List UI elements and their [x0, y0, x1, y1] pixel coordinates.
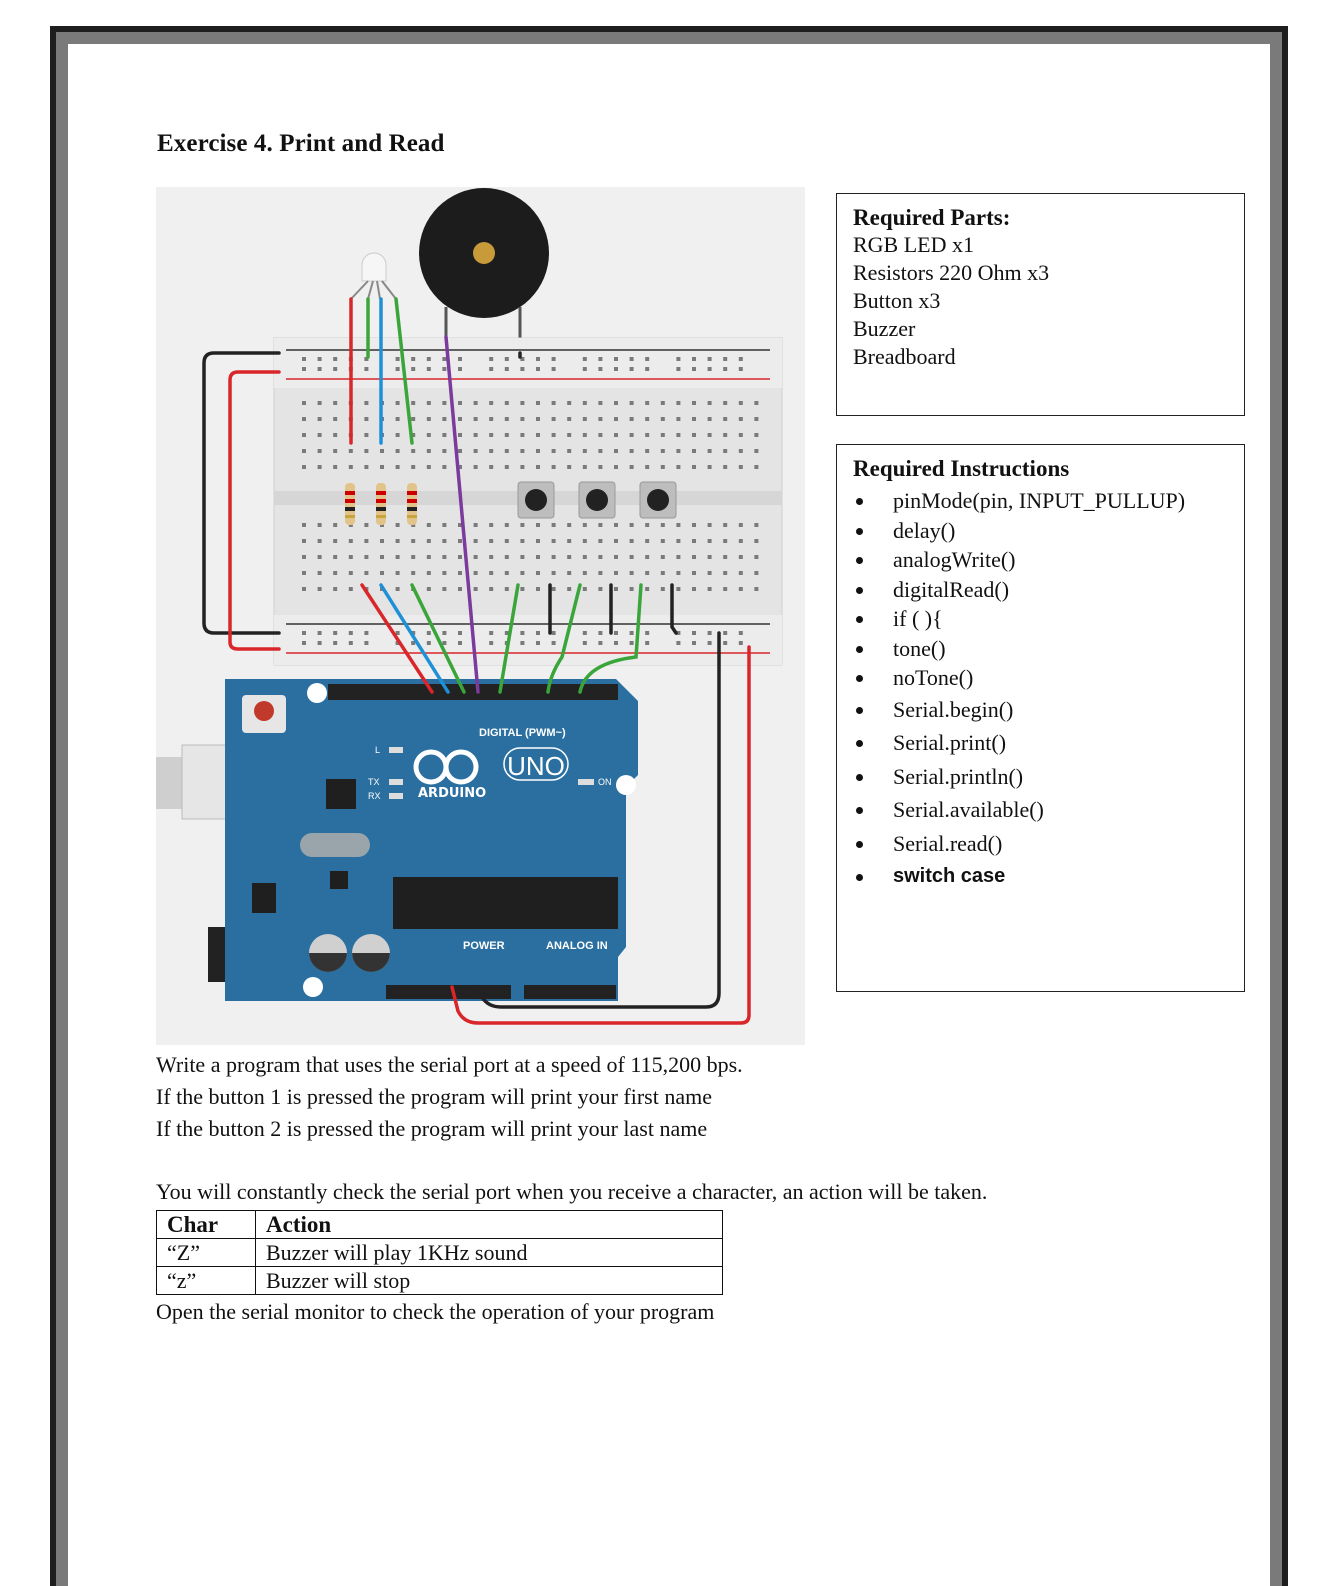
board-brand-label: ARDUINO	[418, 786, 486, 801]
resistors	[345, 483, 417, 525]
table-row: “Z” Buzzer will play 1KHz sound	[156, 1238, 723, 1267]
table-header-action: Action	[255, 1210, 723, 1239]
required-parts-box: Required Parts: RGB LED x1 Resistors 220…	[836, 193, 1245, 416]
paragraph-serial-speed: Write a program that uses the serial por…	[156, 1052, 743, 1077]
circuit-figure: UNO ARDUINO DIGITAL (PWM~) POWER ANALOG …	[156, 187, 805, 1045]
char-action-table: Char Action “Z” Buzzer will play 1KHz so…	[156, 1210, 723, 1295]
breadboard	[273, 337, 783, 666]
part-item: Resistors 220 Ohm x3	[853, 260, 1050, 285]
paragraph-serial-monitor: Open the serial monitor to check the ope…	[156, 1299, 715, 1324]
instruction-item: Serial.print()	[853, 726, 1228, 760]
table-cell-action: Buzzer will play 1KHz sound	[255, 1238, 723, 1267]
page-frame-right-edge	[1282, 26, 1288, 1586]
digital-header-label: DIGITAL (PWM~)	[479, 727, 566, 739]
instruction-item: switch case	[853, 860, 1228, 894]
paragraph-serial-check: You will constantly check the serial por…	[156, 1179, 988, 1204]
exercise-title: Exercise 4. Print and Read	[157, 130, 445, 157]
rgb-led	[350, 252, 397, 300]
part-item: Button x3	[853, 288, 941, 313]
arduino-uno-board: UNO ARDUINO DIGITAL (PWM~) POWER ANALOG …	[156, 679, 638, 1001]
analog-header-label: ANALOG IN	[546, 940, 608, 952]
board-model-label: UNO	[507, 751, 565, 781]
required-parts-heading: Required Parts:	[853, 205, 1011, 230]
table-cell-char: “z”	[156, 1266, 256, 1295]
instruction-item: noTone()	[853, 663, 1228, 693]
part-item: Buzzer	[853, 316, 916, 341]
circuit-diagram: UNO ARDUINO DIGITAL (PWM~) POWER ANALOG …	[156, 188, 783, 1025]
instruction-item: Serial.println()	[853, 760, 1228, 794]
instructions-list: pinMode(pin, INPUT_PULLUP) delay() analo…	[853, 486, 1228, 894]
wires	[202, 297, 751, 1025]
svg-text:L: L	[375, 745, 380, 755]
push-buttons	[517, 481, 677, 519]
table-header-row: Char Action	[156, 1210, 723, 1239]
instruction-item: pinMode(pin, INPUT_PULLUP)	[853, 486, 1228, 516]
paragraph-button-2: If the button 2 is pressed the program w…	[156, 1116, 708, 1141]
svg-text:TX: TX	[368, 777, 380, 787]
instruction-item: Serial.read()	[853, 827, 1228, 861]
instruction-item: tone()	[853, 634, 1228, 664]
required-instructions-heading: Required Instructions	[853, 456, 1070, 481]
table-cell-char: “Z”	[156, 1238, 256, 1267]
part-item: Breadboard	[853, 344, 956, 369]
instruction-item: if ( ){	[853, 604, 1228, 634]
instruction-item: Serial.begin()	[853, 693, 1228, 727]
power-header-label: POWER	[463, 940, 505, 952]
instruction-item: digitalRead()	[853, 575, 1228, 605]
required-instructions-box: Required Instructions pinMode(pin, INPUT…	[836, 444, 1245, 992]
table-row: “z” Buzzer will stop	[156, 1266, 723, 1295]
svg-text:RX: RX	[368, 791, 381, 801]
table-header-char: Char	[156, 1210, 256, 1239]
table-cell-action: Buzzer will stop	[255, 1266, 723, 1295]
instruction-item: delay()	[853, 516, 1228, 546]
part-item: RGB LED x1	[853, 232, 974, 257]
instruction-item: analogWrite()	[853, 545, 1228, 575]
paragraph-button-1: If the button 1 is pressed the program w…	[156, 1084, 712, 1109]
required-parts-list: RGB LED x1 Resistors 220 Ohm x3 Button x…	[853, 231, 1228, 371]
buzzer	[419, 188, 549, 353]
instruction-item: Serial.available()	[853, 793, 1228, 827]
svg-text:ON: ON	[598, 777, 612, 787]
